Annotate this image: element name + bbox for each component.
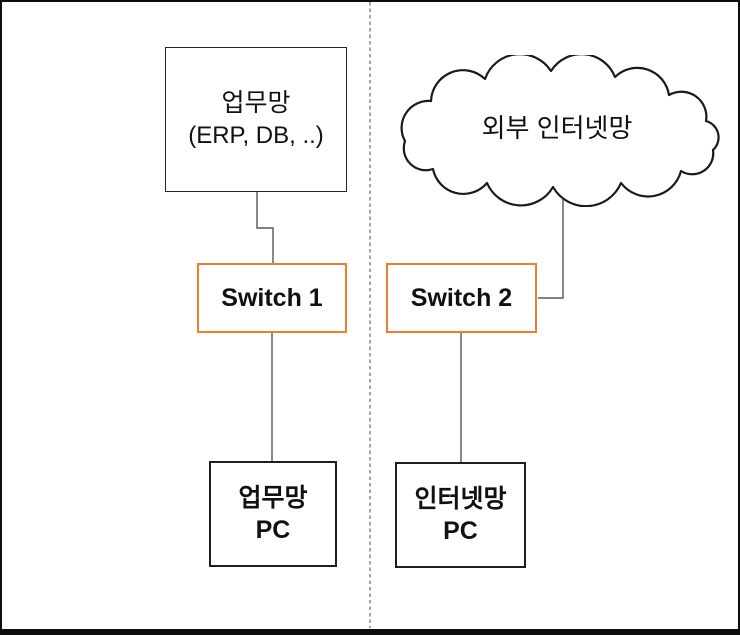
switch1-box: Switch 1 (197, 263, 347, 333)
bottom-bar (2, 629, 738, 633)
internet-cloud: 외부 인터넷망 (391, 55, 723, 207)
work-pc-label-line2: PC (255, 516, 291, 544)
connector-line (538, 196, 564, 299)
cloud-icon (400, 55, 720, 207)
work-network-label-line2: (ERP, DB, ..) (188, 122, 324, 150)
work-network-pc-box: 업무망 PC (209, 461, 337, 567)
switch1-label: Switch 1 (221, 283, 323, 312)
work-pc-label-line1: 업무망 (238, 483, 308, 512)
internet-pc-box: 인터넷망 PC (395, 462, 526, 568)
cloud-label: 외부 인터넷망 (481, 112, 633, 143)
connector-line (256, 192, 274, 264)
internet-pc-label-line1: 인터넷망 (414, 484, 507, 513)
switch2-label: Switch 2 (410, 283, 513, 312)
work-network-label-line1: 업무망 (221, 89, 291, 118)
work-network-box: 업무망 (ERP, DB, ..) (165, 47, 347, 192)
switch2-box: Switch 2 (386, 263, 537, 333)
internet-pc-label-line2: PC (443, 517, 478, 545)
